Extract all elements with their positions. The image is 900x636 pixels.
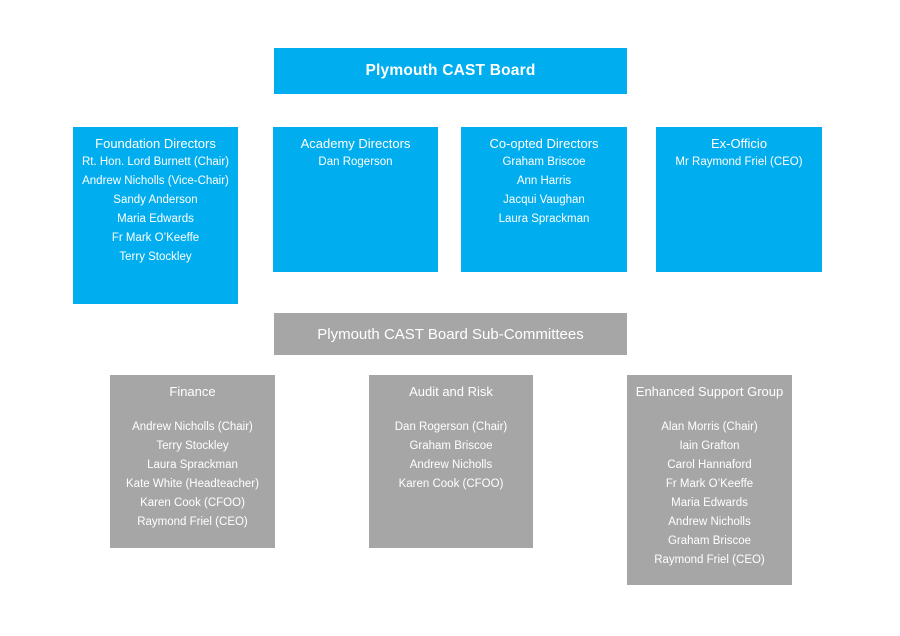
member-name: Dan Rogerson (Chair): [394, 421, 508, 433]
member-name: Laura Sprackman: [147, 459, 238, 471]
member-name: Raymond Friel (CEO): [654, 554, 765, 566]
committee-box-finance: Finance Andrew Nicholls (Chair) Terry Sto…: [110, 375, 275, 548]
member-name: Fr Mark O’Keeffe: [665, 478, 754, 490]
member-name: Fr Mark O’Keeffe: [111, 232, 200, 244]
committee-title: Audit and Risk: [409, 384, 493, 399]
member-name: Karen Cook (CFOO): [398, 478, 504, 490]
member-name: Karen Cook (CFOO): [140, 497, 245, 509]
member-name: Graham Briscoe: [409, 440, 493, 452]
committee-box-audit-and-risk: Audit and Risk Dan Rogerson (Chair) Graha…: [369, 375, 533, 548]
group-title: Ex-Officio: [710, 136, 768, 151]
member-name: Maria Edwards: [671, 497, 748, 509]
committee-title: Enhanced Support Group: [635, 384, 784, 399]
member-list: Dan Rogerson: [273, 153, 438, 172]
group-title: Academy Directors: [300, 136, 411, 151]
group-title: Co-opted Directors: [489, 136, 599, 151]
member-name: Terry Stockley: [156, 440, 229, 452]
member-name: Dan Rogerson: [318, 156, 393, 168]
member-name: Laura Sprackman: [498, 213, 590, 225]
group-box-ex-officio: Ex-Officio Mr Raymond Friel (CEO): [656, 127, 822, 272]
member-name: Kate White (Headteacher): [126, 478, 259, 490]
board-header-label: Plymouth CAST Board: [365, 62, 536, 79]
member-name: Graham Briscoe: [502, 156, 586, 168]
member-name: Rt. Hon. Lord Burnett (Chair): [81, 156, 229, 168]
subcommittee-header: Plymouth CAST Board Sub-Committees: [274, 313, 627, 355]
member-name: Andrew Nicholls (Chair): [132, 421, 253, 433]
member-name: Andrew Nicholls: [668, 516, 751, 528]
member-list: Mr Raymond Friel (CEO): [656, 153, 822, 172]
group-title: Foundation Directors: [95, 136, 216, 151]
member-name: Terry Stockley: [119, 251, 192, 263]
member-name: Raymond Friel (CEO): [137, 516, 248, 528]
committee-box-enhanced-support-group: Enhanced Support Group Alan Morris (Chai…: [627, 375, 792, 585]
member-name: Andrew Nicholls: [409, 459, 493, 471]
group-box-foundation-directors: Foundation Directors Rt. Hon. Lord Burne…: [73, 127, 238, 304]
member-name: Sandy Anderson: [113, 194, 198, 206]
member-name: Carol Hannaford: [667, 459, 752, 471]
member-list: Rt. Hon. Lord Burnett (Chair) Andrew Nich…: [73, 153, 238, 267]
member-name: Iain Grafton: [679, 440, 740, 452]
member-name: Jacqui Vaughan: [503, 194, 585, 206]
member-name: Ann Harris: [516, 175, 572, 187]
committee-title: Finance: [169, 384, 216, 399]
group-box-academy-directors: Academy Directors Dan Rogerson: [273, 127, 438, 272]
member-name: Alan Morris (Chair): [661, 421, 758, 433]
member-name: Maria Edwards: [117, 213, 194, 225]
board-header: Plymouth CAST Board: [274, 48, 627, 94]
member-name: Mr Raymond Friel (CEO): [675, 156, 803, 168]
member-name: Andrew Nicholls (Vice-Chair): [82, 175, 229, 187]
subcommittee-header-label: Plymouth CAST Board Sub-Committees: [317, 325, 584, 343]
member-name: Graham Briscoe: [667, 535, 752, 547]
